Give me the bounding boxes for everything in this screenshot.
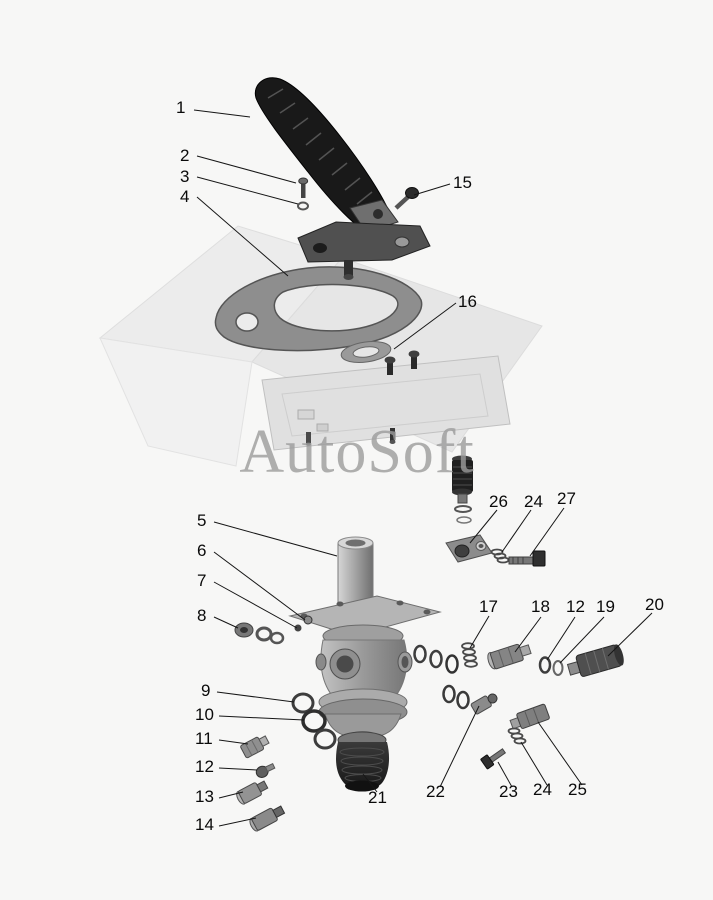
rubber-boot: [336, 731, 390, 792]
mounting-bolt: [394, 187, 419, 210]
part-label-5: 5: [197, 511, 206, 530]
o-ring-lower-1: [442, 684, 456, 704]
spring-17: [461, 642, 478, 668]
washer-19: [552, 660, 564, 676]
flange-nut: [303, 615, 313, 625]
part-label-23: 23: [499, 782, 518, 801]
part-label-4: 4: [180, 187, 189, 206]
part-label-17: 17: [479, 597, 498, 616]
bolt-27: [508, 550, 546, 567]
valve-body: [315, 624, 413, 741]
part-label-21: 21: [368, 788, 387, 807]
o-ring-row-1: [413, 644, 427, 664]
small-o-ring-1: [255, 626, 273, 642]
fitting-11: [240, 735, 270, 759]
fitting-22: [470, 693, 498, 715]
part-label-24-bottom: 24: [533, 780, 552, 799]
bolt-23: [480, 748, 507, 770]
brake-pedal: [254, 77, 431, 280]
part-label-26: 26: [489, 492, 508, 511]
fitting-20: [566, 644, 624, 677]
o-ring-10: [301, 709, 327, 733]
part-label-2: 2: [180, 146, 189, 165]
plate-stud-1: [384, 356, 396, 375]
part-label-15: 15: [453, 173, 472, 192]
callout-labels: 1 2 3 4 15 16 5 6 7 8 9 10 11 12 13 14 1…: [176, 98, 664, 834]
part-label-16: 16: [458, 292, 477, 311]
o-ring-lower-2: [456, 690, 470, 710]
plate-stud-2: [408, 350, 420, 369]
pedal-gasket: [214, 266, 423, 352]
part-label-24-top: 24: [524, 492, 543, 511]
part-label-13: 13: [195, 787, 214, 806]
o-ring-extra: [313, 728, 337, 750]
pedal-base-plate: [297, 221, 431, 280]
fitting-25: [509, 703, 550, 730]
o-ring-9: [291, 692, 315, 714]
spring-24-top: [490, 548, 510, 564]
pedal-washer: [297, 201, 309, 211]
small-gasket: [340, 341, 392, 363]
part-label-6: 6: [197, 541, 206, 560]
floor-mounting-plate-ghost: [261, 350, 511, 451]
spring-24-bottom: [507, 727, 527, 745]
part-label-9: 9: [201, 681, 210, 700]
part-label-25: 25: [568, 780, 587, 799]
part-label-1: 1: [176, 98, 185, 117]
part-label-12-left: 12: [195, 757, 214, 776]
grommet: [234, 622, 254, 638]
fitting-18: [487, 643, 532, 670]
part-label-11: 11: [195, 729, 213, 748]
breather-filter: [452, 455, 473, 524]
watermark: AutoSoft: [239, 418, 474, 486]
plate-stud-3: [389, 428, 396, 444]
part-label-27: 27: [557, 489, 576, 508]
part-label-20: 20: [645, 595, 664, 614]
flange-screw: [294, 624, 302, 632]
part-label-18: 18: [531, 597, 550, 616]
part-label-3: 3: [180, 167, 189, 186]
leader-lines: [193, 109, 653, 827]
part-label-12-right: 12: [566, 597, 585, 616]
o-ring-12-right: [538, 656, 552, 674]
small-o-ring-2: [269, 631, 285, 645]
o-ring-row-3: [445, 654, 459, 674]
part-label-10: 10: [195, 705, 214, 724]
valve-block-26: [445, 534, 493, 563]
plug-12-left: [255, 762, 276, 778]
fitting-13: [236, 780, 269, 805]
plate-stud-4: [306, 432, 311, 446]
part-label-19: 19: [596, 597, 615, 616]
o-ring-row-2: [429, 649, 443, 669]
part-label-14: 14: [195, 815, 214, 834]
part-label-22: 22: [426, 782, 445, 801]
fitting-14: [249, 805, 286, 832]
pedal-bolt: [298, 177, 309, 198]
part-label-8: 8: [197, 606, 206, 625]
pedal-tread-ribs: [267, 88, 373, 205]
part-label-7: 7: [197, 571, 206, 590]
